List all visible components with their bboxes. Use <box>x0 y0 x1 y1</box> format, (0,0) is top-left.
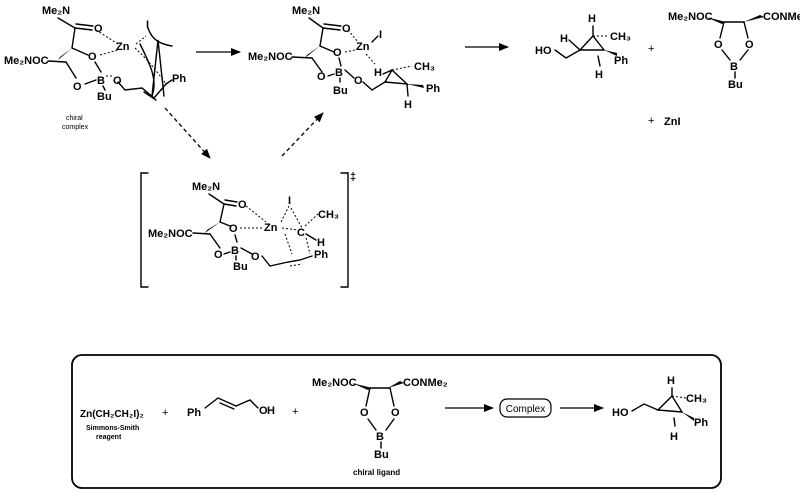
hydroxyl-label: HO <box>535 45 552 57</box>
ester-o-label: O <box>113 75 122 87</box>
ring-o-lower-label-2: O <box>317 71 326 83</box>
final-cyclopropane-product: HO H CH₃ Ph H <box>612 375 708 443</box>
ts-zinc-label: Zn <box>264 222 278 234</box>
cinnamyl-phenyl-label: Ph <box>187 407 201 419</box>
product-h-bottom: H <box>595 69 603 81</box>
complex-box <box>499 398 552 418</box>
ligand-o-right: O <box>391 407 400 419</box>
ts-methyl-label: CH₃ <box>318 209 339 221</box>
transition-state-structure: Me₂N O Me₂NOC O O B Bu O Zn I C CH₃ H <box>148 181 339 273</box>
final-hydroxyl-label: HO <box>612 407 629 419</box>
ts-me2n-label: Me₂N <box>192 181 220 193</box>
iodide-label-2: I <box>379 29 382 41</box>
chiral-ligand-caption: chiral ligand <box>353 468 400 477</box>
cyclopropane-h-upper: H <box>374 67 382 79</box>
bu-label: Bu <box>97 91 112 103</box>
chiral-complex-caption-line1: chiral <box>66 115 83 122</box>
zinc-iodide-label: ZnI <box>664 116 681 128</box>
ts-boron-label: B <box>231 245 239 257</box>
phenyl-label: Ph <box>172 73 186 85</box>
ts-carbonyl-o-label: O <box>238 199 247 211</box>
boronate-byproduct: Me₂NOC CONMe₂ O O B Bu <box>668 11 800 91</box>
byproduct-bu: Bu <box>728 79 743 91</box>
ligand-o-left: O <box>360 407 369 419</box>
cinnamyl-h-label: H <box>267 405 275 417</box>
byproduct-conme2-label: CONMe₂ <box>763 11 800 23</box>
ts-ring-o-upper: O <box>229 223 238 235</box>
product-h-top: H <box>588 13 596 25</box>
me2n-label: Me₂N <box>42 5 70 17</box>
final-h-bottom: H <box>670 431 678 443</box>
ts-carbon-label: C <box>297 227 305 239</box>
byproduct-me2noc-label: Me₂NOC <box>668 11 713 23</box>
zinc-label-2: Zn <box>356 41 370 53</box>
summary-box <box>71 354 722 489</box>
ligand-me2noc-label: Me₂NOC <box>312 377 357 389</box>
ts-iodide-label: I <box>288 195 291 207</box>
carbonyl-o-label-2: O <box>342 23 351 35</box>
final-methyl-label: CH₃ <box>686 393 707 405</box>
bu-label-2: Bu <box>333 85 348 97</box>
carbonyl-o-label: O <box>94 23 103 35</box>
plus-sign-2: + <box>648 115 654 127</box>
chiral-complex-caption-line2: complex <box>62 124 89 131</box>
final-h-top: H <box>667 375 675 387</box>
cinnamyl-oh-label: O <box>259 405 268 417</box>
me2n-label-2: Me₂N <box>292 5 320 17</box>
cinnamyl-alcohol-structure: Ph O H <box>187 397 275 419</box>
me2noc-label: Me₂NOC <box>4 55 49 67</box>
ts-ring-o-lower: O <box>214 249 223 261</box>
methyl-label-2: CH₃ <box>414 61 435 73</box>
ts-bu-label: Bu <box>233 261 248 273</box>
plus-sign-3: + <box>162 407 168 419</box>
ring-o-upper-label: O <box>88 51 97 63</box>
product-phenyl-label: Ph <box>614 55 628 67</box>
byproduct-o-left: O <box>714 39 723 51</box>
byproduct-o-right: O <box>745 39 754 51</box>
cyclopropane-product: HO H H CH₃ Ph H <box>535 13 631 81</box>
simmons-smith-caption-line1: Simmons-Smith <box>86 425 139 432</box>
me2noc-label-2: Me₂NOC <box>248 51 293 63</box>
product-h-upper-left: H <box>560 33 568 45</box>
ligand-conme2-label: CONMe₂ <box>403 377 448 389</box>
arrow-transition-state-to-intermediate <box>281 112 324 157</box>
iodide-label: I <box>146 19 149 31</box>
simmons-smith-reagent-formula: Zn(CH₂CH₂I)₂ <box>80 409 144 420</box>
boron-label: B <box>97 75 105 87</box>
transition-state-brackets <box>140 172 349 288</box>
final-phenyl-label: Ph <box>694 417 708 429</box>
plus-sign-4: + <box>292 406 298 418</box>
zinc-intermediate-structure: Me₂N O Me₂NOC O O B Bu O Zn I H H CH₃ <box>248 5 440 111</box>
dagger-symbol: ‡ <box>350 171 356 183</box>
ring-o-upper-label-2: O <box>333 47 342 59</box>
complex-box-label: Complex <box>506 404 545 415</box>
simmons-smith-caption-line2: reagent <box>96 434 122 441</box>
cyclopropane-h-lower: H <box>404 99 412 111</box>
boron-label-2: B <box>335 67 343 79</box>
ligand-boron: B <box>376 431 384 443</box>
byproduct-boron: B <box>730 61 738 73</box>
chiral-complex-structure: Me₂N O Me₂NOC O O B Bu O Zn I Ph <box>4 5 186 103</box>
ts-me2noc-label: Me₂NOC <box>148 228 193 240</box>
arrow-complex-to-transition-state <box>164 107 211 159</box>
product-methyl-label: CH₃ <box>610 31 631 43</box>
ligand-bu: Bu <box>374 449 389 461</box>
ts-phenyl-label: Ph <box>314 249 328 261</box>
zinc-label: Zn <box>116 41 130 53</box>
ts-h-label: H <box>317 237 325 249</box>
plus-sign-1: + <box>648 43 654 55</box>
ts-ester-o-label: O <box>251 251 260 263</box>
ester-o-label-2: O <box>354 75 363 87</box>
chiral-ligand-structure: Me₂NOC CONMe₂ O O B Bu <box>312 377 448 461</box>
phenyl-label-2: Ph <box>426 83 440 95</box>
ring-o-lower-label: O <box>73 81 82 93</box>
